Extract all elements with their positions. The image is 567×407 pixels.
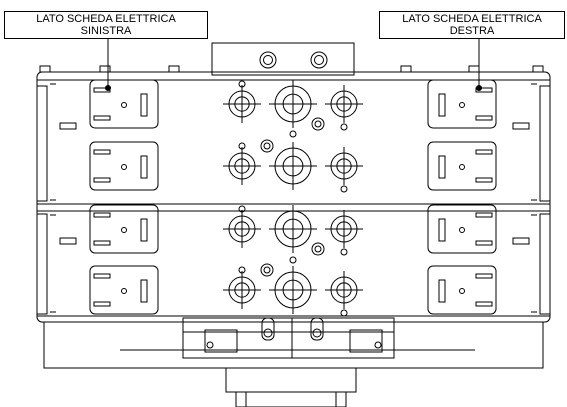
valve-port-1	[223, 85, 261, 123]
connector-housing	[427, 79, 497, 129]
connector-ground	[459, 164, 465, 170]
aux-hole	[340, 309, 348, 317]
connector-pin-bottom	[475, 301, 493, 307]
connector-pin-bottom	[93, 301, 111, 307]
connector-pin-bottom	[475, 177, 493, 183]
valve-port-3	[325, 85, 363, 123]
leader-dot-left	[105, 85, 111, 91]
connector-housing	[89, 265, 159, 315]
pilot-port	[311, 242, 325, 256]
right-connector-group	[427, 79, 497, 315]
valve-port-9	[325, 210, 363, 248]
pilot-port-inner	[314, 120, 322, 128]
pilot-port-inner	[263, 266, 271, 274]
aux-hole	[238, 266, 246, 274]
connector-housing	[427, 265, 497, 315]
connector-ground	[121, 164, 127, 170]
aux-hole	[340, 123, 348, 131]
connector-ground	[121, 227, 127, 233]
valve-port-group	[223, 80, 363, 317]
aux-hole	[289, 130, 297, 138]
connector-pin-top	[93, 149, 111, 155]
connector-ground	[121, 102, 127, 108]
aux-hole	[238, 80, 246, 88]
connector-pin-bottom	[93, 177, 111, 183]
connector-ground	[459, 102, 465, 108]
connector-pin-side	[140, 218, 148, 242]
connector-pin-top	[93, 273, 111, 279]
left-connector-group	[89, 79, 159, 315]
connector-pin-side	[140, 279, 148, 303]
connector-pin-top	[475, 149, 493, 155]
connector-pin-top	[475, 273, 493, 279]
solenoid-connector-3	[89, 204, 159, 254]
connector-housing	[89, 79, 159, 129]
callout-left-line1: LATO SCHEDA ELETTRICA	[36, 13, 176, 25]
connector-pin-side	[438, 279, 446, 303]
connector-pin-side	[438, 93, 446, 117]
aux-hole	[340, 248, 348, 256]
aux-hole	[238, 205, 246, 213]
pilot-port	[260, 263, 274, 277]
connector-pin-bottom	[475, 115, 493, 121]
valve-port-12	[325, 271, 363, 309]
connector-pin-bottom	[93, 115, 111, 121]
aux-hole	[340, 185, 348, 193]
pilot-port	[311, 117, 325, 131]
solenoid-connector-4	[89, 265, 159, 315]
connector-housing	[89, 204, 159, 254]
connector-housing	[427, 204, 497, 254]
callout-right-line2: DESTRA	[449, 25, 495, 37]
valve-port-7	[223, 210, 261, 248]
aux-hole	[238, 142, 246, 150]
solenoid-connector-5	[427, 79, 497, 129]
valve-port-11	[269, 266, 317, 314]
pilot-port-inner	[314, 245, 322, 253]
connector-pin-top	[475, 212, 493, 218]
connector-pin-side	[438, 218, 446, 242]
callout-left-line2: SINISTRA	[80, 25, 132, 37]
solenoid-connector-6	[427, 141, 497, 191]
connector-pin-side	[140, 155, 148, 179]
solenoid-connector-2	[89, 141, 159, 191]
valve-port-4	[223, 147, 261, 185]
connector-ground	[459, 227, 465, 233]
callout-right-line1: LATO SCHEDA ELETTRICA	[402, 13, 542, 25]
valve-port-2	[269, 80, 317, 128]
connector-pin-top	[93, 212, 111, 218]
connector-housing	[427, 141, 497, 191]
connector-ground	[459, 288, 465, 294]
solenoid-connector-1	[89, 79, 159, 129]
pilot-port	[260, 139, 274, 153]
connector-housing	[89, 141, 159, 191]
callout-right-side-label: LATO SCHEDA ELETTRICA DESTRA	[379, 11, 565, 39]
connector-pin-bottom	[475, 240, 493, 246]
connector-ground	[121, 288, 127, 294]
connector-pin-bottom	[93, 240, 111, 246]
solenoid-connector-8	[427, 265, 497, 315]
solenoid-connector-7	[427, 204, 497, 254]
valve-port-6	[325, 147, 363, 185]
valve-port-8	[269, 205, 317, 253]
callout-left-side-label: LATO SCHEDA ELETTRICA SINISTRA	[4, 11, 208, 39]
top-bracket	[211, 42, 355, 76]
valve-port-5	[269, 142, 317, 190]
valve-port-10	[223, 271, 261, 309]
connector-pin-side	[438, 155, 446, 179]
connector-pin-side	[140, 93, 148, 117]
aux-hole	[289, 256, 297, 264]
leader-dot-right	[476, 85, 482, 91]
base-plate	[43, 317, 544, 407]
pilot-port-inner	[263, 142, 271, 150]
connector-pin-top	[475, 87, 493, 93]
